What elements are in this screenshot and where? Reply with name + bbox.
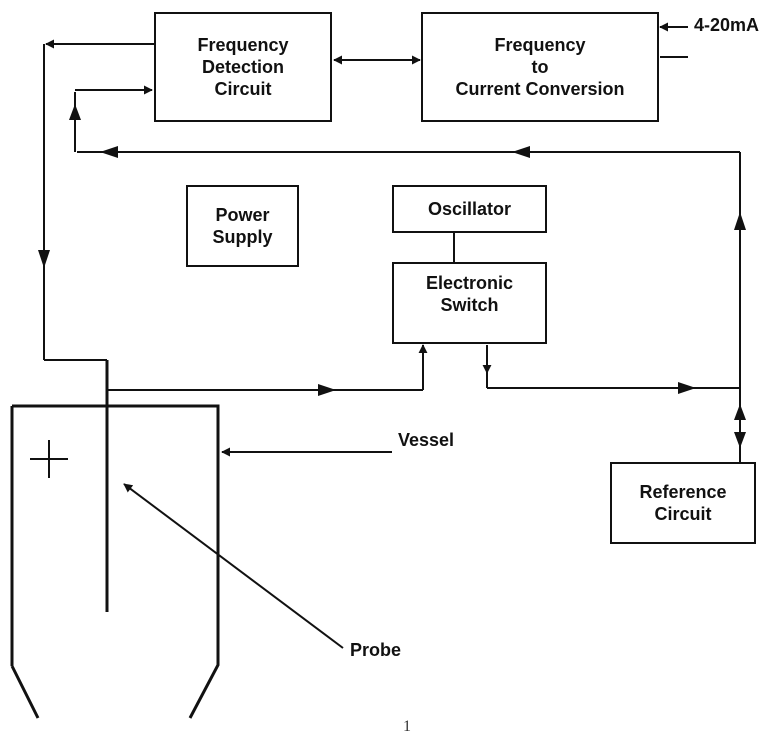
feedback-up-arrow xyxy=(69,104,81,120)
block-text-line: to xyxy=(531,57,549,77)
reference-circuit: Reference Circuit xyxy=(610,462,756,544)
feedback-arrow-2 xyxy=(100,146,118,158)
right-up-arrow xyxy=(734,212,746,230)
block-text-line: Frequency xyxy=(197,35,289,55)
block-text-line: Frequency xyxy=(494,35,586,55)
electronic-switch: Electronic Switch xyxy=(392,262,547,344)
probe-label: Probe xyxy=(350,640,402,660)
block-text-line: Reference xyxy=(639,482,727,502)
right-mid-arrow-up xyxy=(734,404,746,420)
feedback-arrow-1 xyxy=(512,146,530,158)
switch-right-arrow xyxy=(678,382,696,394)
power-supply: Power Supply xyxy=(186,185,299,267)
probe-right-arrow xyxy=(318,384,336,396)
block-text-line: Detection xyxy=(201,57,284,77)
right-mid-arrow-down xyxy=(734,432,746,448)
oscillator: Oscillator xyxy=(392,185,547,233)
page-number: 1 xyxy=(403,718,411,735)
frequency-to-current-conversion: Frequency to Current Conversion xyxy=(421,12,659,122)
block-text-line: Oscillator xyxy=(427,199,512,219)
probe-pointer xyxy=(123,483,344,649)
block-text-line: Switch xyxy=(440,295,499,315)
left-down-arrow xyxy=(38,250,50,268)
block-text-line: Electronic xyxy=(425,273,514,293)
block-text-line: Supply xyxy=(212,227,273,247)
block-text-line: Circuit xyxy=(654,504,712,524)
block-text-line: Current Conversion xyxy=(455,79,625,99)
vessel-label: Vessel xyxy=(398,430,455,450)
frequency-detection-circuit: Frequency Detection Circuit xyxy=(154,12,332,122)
output-label: 4-20mA xyxy=(694,15,760,35)
vessel-outline xyxy=(12,404,220,719)
block-text-line: Circuit xyxy=(214,79,272,99)
vessel-left-taper xyxy=(10,665,40,719)
block-text-line: Power xyxy=(215,205,270,225)
